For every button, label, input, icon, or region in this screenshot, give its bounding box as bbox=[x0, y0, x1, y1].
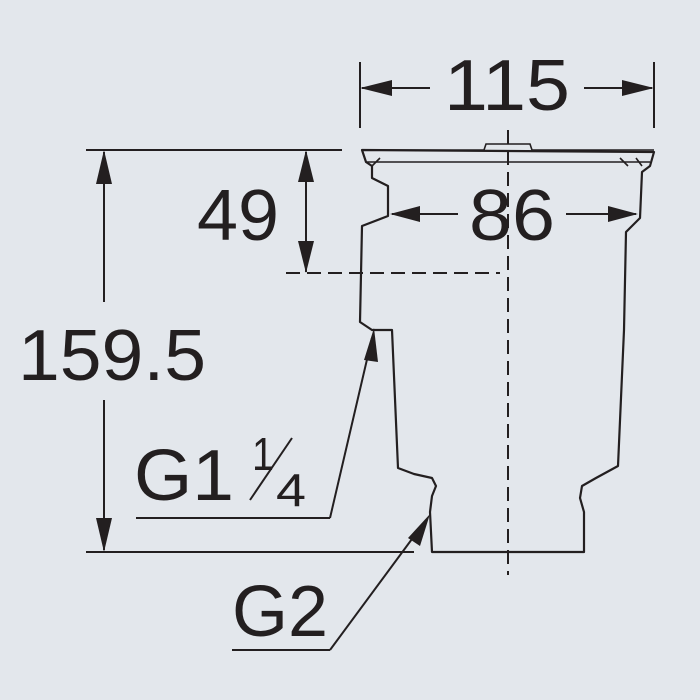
dimension-86: 86 bbox=[390, 176, 638, 256]
thread-fraction-bar bbox=[249, 437, 293, 501]
dimension-label-49: 49 bbox=[197, 176, 279, 256]
leader-arrow-icon bbox=[408, 514, 430, 546]
dimension-159-5: 159.5 bbox=[18, 150, 206, 552]
leader-arrow-icon bbox=[364, 328, 378, 362]
arrow-right-icon bbox=[608, 206, 638, 222]
arrow-up-icon bbox=[298, 150, 314, 182]
rim-top bbox=[362, 143, 654, 151]
thread-callout-upper: G1 1 4 bbox=[134, 328, 378, 519]
arrow-right-icon bbox=[622, 80, 654, 96]
part-left-profile bbox=[358, 148, 656, 554]
dimension-label-115: 115 bbox=[444, 46, 570, 126]
dimension-115: 115 bbox=[359, 46, 655, 128]
thread-label-g1: G1 bbox=[134, 436, 234, 516]
thread-label-g2: G2 bbox=[232, 572, 328, 652]
thread-callout-lower: G2 bbox=[232, 514, 430, 652]
arrow-left-icon bbox=[390, 206, 420, 222]
thread-fraction-denominator: 4 bbox=[276, 464, 306, 516]
thread-fraction-numerator: 1 bbox=[252, 428, 274, 480]
arrow-down-icon bbox=[298, 241, 314, 273]
dimension-label-159-5: 159.5 bbox=[18, 316, 206, 396]
rim-serration bbox=[371, 157, 643, 167]
dimension-49: 49 bbox=[197, 150, 314, 273]
arrow-down-icon bbox=[96, 518, 112, 552]
arrow-up-icon bbox=[96, 150, 112, 184]
arrow-left-icon bbox=[360, 80, 392, 96]
dimension-label-86: 86 bbox=[469, 176, 555, 256]
